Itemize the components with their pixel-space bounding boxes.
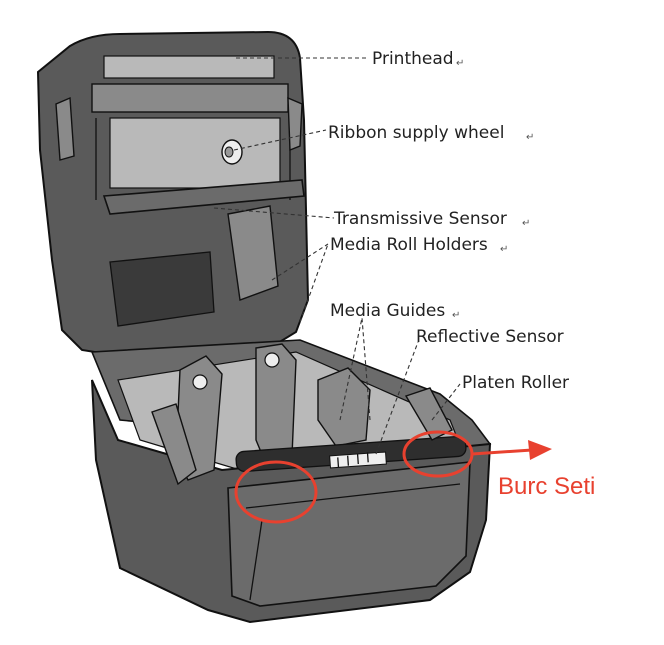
arrow-head-icon: [528, 440, 552, 460]
red-annotation: Burc Seti: [234, 430, 595, 524]
lid-window: [109, 251, 215, 327]
leader-lines: [213, 57, 461, 455]
arrow-shaft: [471, 448, 533, 456]
return-mark: ↵: [500, 244, 508, 255]
return-mark: ↵: [456, 58, 464, 69]
printhead-bar: [103, 55, 275, 79]
label-transmissive-sensor: Transmissive Sensor: [333, 209, 507, 229]
return-mark: ↵: [522, 218, 530, 229]
annotation-text: Burc Seti: [498, 473, 595, 500]
label-printhead: Printhead: [372, 49, 454, 69]
label-media-roll-holders: Media Roll Holders: [330, 235, 488, 255]
highlight-circle-left: [234, 460, 318, 524]
printer-base: [90, 339, 492, 624]
label-reflective-sensor: Reflective Sensor: [416, 327, 564, 347]
label-media-guides: Media Guides: [330, 301, 445, 321]
label-platen-roller: Platen Roller: [462, 373, 569, 393]
return-mark: ↵: [452, 310, 460, 321]
printer-lid: [36, 30, 310, 362]
return-mark: ↵: [526, 132, 534, 143]
label-ribbon-supply-wheel: Ribbon supply wheel: [328, 123, 504, 143]
